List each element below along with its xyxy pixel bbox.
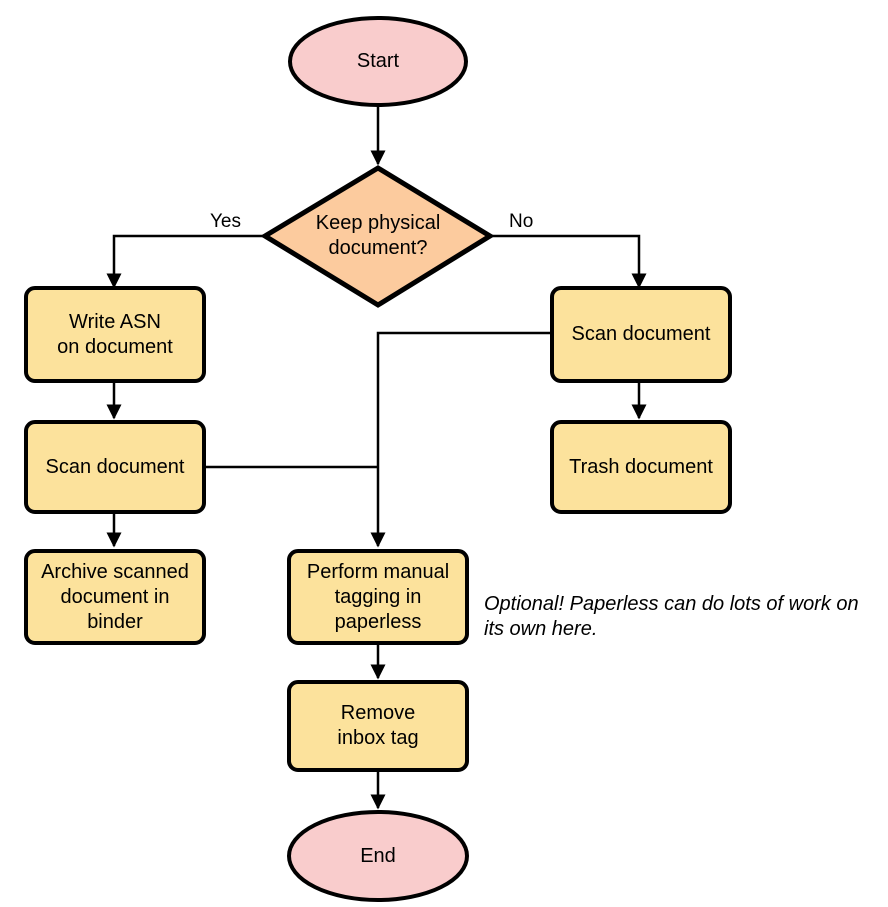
edge-label-no: No <box>509 211 534 232</box>
edge-label-yes: Yes <box>210 211 241 232</box>
node-archive-shape[interactable] <box>24 549 206 645</box>
node-tagging-shape[interactable] <box>287 549 469 645</box>
edge-decision-no-to-scan-right <box>490 234 647 289</box>
node-trash-shape[interactable] <box>550 420 732 514</box>
node-decision-shape[interactable] <box>260 165 495 308</box>
node-scan-left-shape[interactable] <box>24 420 206 514</box>
node-remove-inbox-shape[interactable] <box>287 680 469 772</box>
node-scan-right-shape[interactable] <box>550 286 732 383</box>
node-start-shape[interactable] <box>288 16 468 107</box>
node-end-shape[interactable] <box>287 810 469 902</box>
node-write-asn-shape[interactable] <box>24 286 206 383</box>
optional-note-annotation: Optional! Paperless can do lots of work … <box>484 593 859 640</box>
edge-scan-right-to-tagging <box>370 331 551 548</box>
edge-decision-yes-to-write-asn <box>106 234 265 289</box>
